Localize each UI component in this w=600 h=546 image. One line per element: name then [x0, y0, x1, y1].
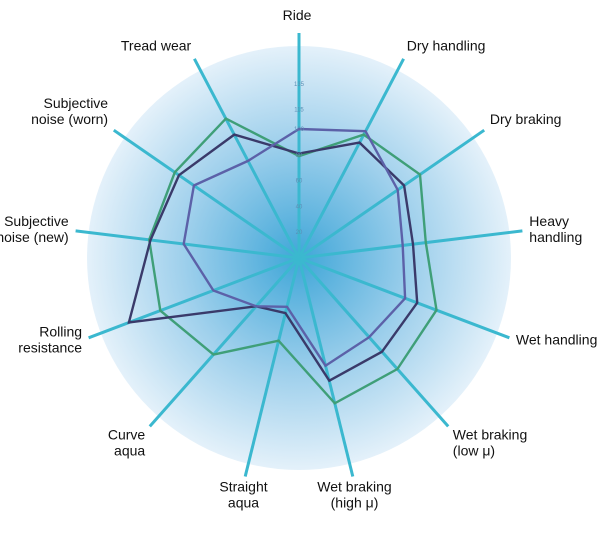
axis-label: Wet handling — [516, 331, 597, 347]
series-2-point — [381, 350, 383, 353]
axis-label: Tread wear — [121, 38, 192, 54]
spoke-line — [75, 229, 300, 260]
series-2-point — [178, 174, 180, 176]
spoke-line — [297, 257, 355, 477]
series-1-point — [419, 173, 421, 176]
radial-tick-label: 60 — [296, 179, 303, 185]
series-2-point — [128, 321, 130, 324]
spoke-line — [193, 58, 301, 259]
series-3-point — [404, 297, 406, 300]
axis-label: Wet braking(low μ) — [453, 427, 527, 459]
spoke-line — [148, 257, 301, 428]
series-2-point — [403, 184, 405, 187]
series-3-point — [298, 128, 300, 130]
radial-tick-label: 115 — [294, 108, 304, 114]
spoke-line — [112, 128, 300, 260]
series-1-point — [225, 117, 227, 120]
series-1-point — [212, 353, 215, 356]
spoke-line — [297, 257, 450, 428]
spoke-line — [88, 256, 300, 340]
series-1-point — [396, 368, 399, 370]
series-3-point — [255, 305, 257, 308]
series-1-polygon — [147, 117, 438, 405]
series-1-point — [159, 309, 162, 312]
series-3-point — [368, 336, 370, 339]
series-1-point — [174, 171, 176, 174]
series-2-point — [328, 379, 331, 382]
series-1-point — [298, 155, 300, 157]
axis-label: Dry braking — [490, 111, 562, 127]
series-1-point — [334, 402, 336, 405]
series-2-point — [233, 133, 236, 136]
series-3-point — [247, 160, 249, 162]
radial-tick-label: 40 — [296, 204, 303, 210]
series-2-point — [416, 302, 419, 304]
series-3-point — [193, 184, 195, 187]
spoke-line — [298, 229, 523, 260]
series-layer — [127, 117, 438, 405]
series-2-polygon — [127, 133, 419, 383]
series-2-point — [412, 243, 414, 245]
series-1-point — [362, 133, 365, 136]
series-3-point — [324, 364, 327, 367]
series-1-point — [435, 309, 438, 311]
radial-ticks: 20 40 60 80 100 115 135 — [294, 82, 305, 236]
series-3-point — [401, 244, 404, 247]
radial-tick-label: 135 — [294, 82, 305, 88]
series-2-point — [149, 239, 152, 241]
spoke-line — [297, 58, 405, 259]
series-1-point — [277, 339, 280, 342]
series-1-point — [425, 241, 427, 244]
series-3-point — [286, 306, 288, 308]
spokes — [75, 33, 523, 477]
series-2-point — [298, 152, 300, 155]
spoke-line — [298, 128, 486, 260]
radial-tick-label: 100 — [294, 127, 305, 133]
series-2-point — [358, 141, 361, 144]
series-3-point — [364, 130, 367, 132]
axis-label: Wet braking(high μ) — [317, 478, 391, 510]
axis-label: Ride — [283, 7, 312, 23]
series-3-polygon — [182, 127, 407, 368]
series-2-point — [284, 312, 287, 314]
series-3-point — [396, 189, 399, 191]
radial-tick-label: 20 — [296, 230, 303, 236]
radial-tick-label: 80 — [296, 153, 303, 159]
axis-label: Dry handling — [407, 38, 486, 54]
spoke-line — [243, 257, 301, 477]
series-3-point — [212, 289, 215, 292]
series-3-point — [182, 243, 185, 245]
